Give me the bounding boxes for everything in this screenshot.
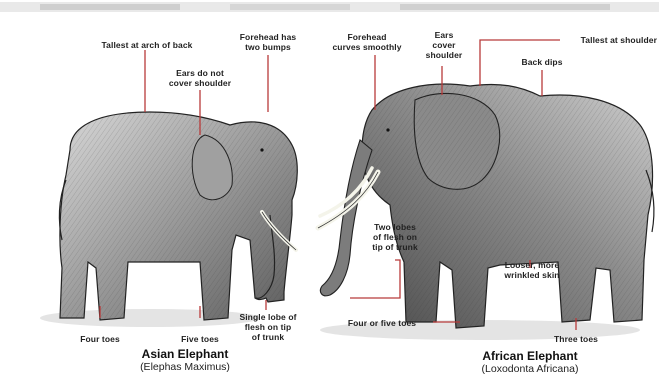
asian-label-ears: Ears do not cover shoulder (160, 68, 240, 88)
african-label-four-five-toes: Four or five toes (332, 318, 432, 328)
african-title: African Elephant (450, 349, 610, 363)
african-label-two-lobes: Two lobes of flesh on tip of trunk (364, 222, 426, 252)
african-label-three-toes: Three toes (538, 334, 614, 344)
african-label-looser-skin: Looser, more wrinkled skin (494, 260, 570, 280)
asian-label-single-lobe: Single lobe of flesh on tip of trunk (232, 312, 304, 342)
asian-title: Asian Elephant (110, 347, 260, 361)
african-elephant-figure (318, 84, 654, 328)
african-label-forehead: Forehead curves smoothly (322, 32, 412, 52)
asian-subtitle: (Elephas Maximus) (110, 361, 260, 373)
asian-label-tallest: Tallest at arch of back (82, 40, 212, 50)
asian-elephant-figure (59, 112, 297, 320)
african-subtitle: (Loxodonta Africana) (450, 363, 610, 375)
asian-label-four-toes: Four toes (72, 334, 128, 344)
african-label-ears: Ears cover shoulder (418, 30, 470, 60)
african-label-tallest: Tallest at shoulder (560, 35, 657, 45)
asian-label-forehead: Forehead has two bumps (228, 32, 308, 52)
african-label-back-dips: Back dips (510, 57, 574, 67)
asian-label-five-toes: Five toes (172, 334, 228, 344)
